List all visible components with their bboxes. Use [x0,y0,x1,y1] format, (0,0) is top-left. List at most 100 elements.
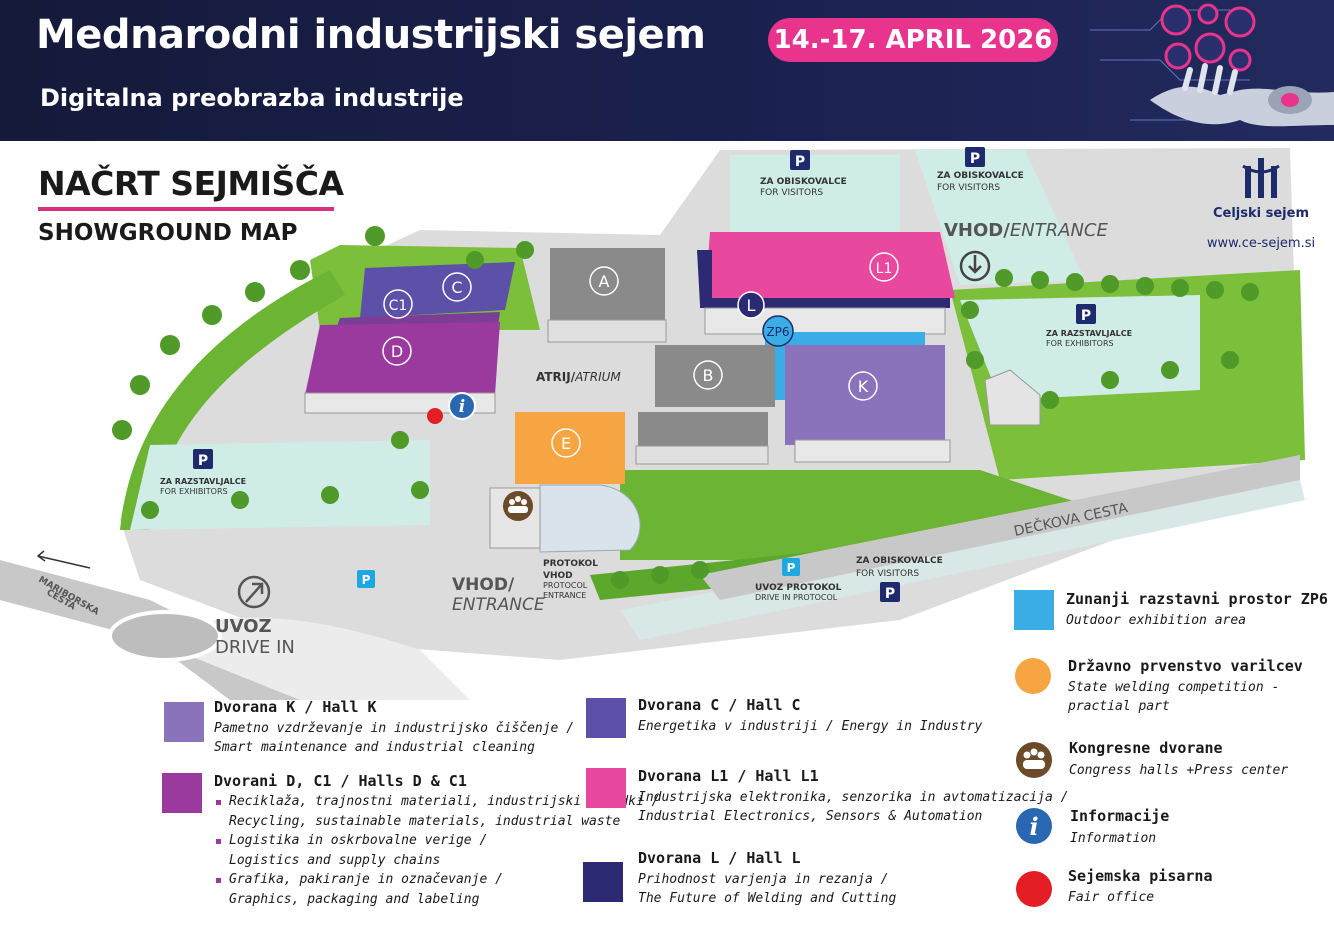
legend-title-hall-l: Dvorana L / Hall L [638,849,801,867]
road-loop [150,617,470,700]
legend-desc-d-c1-1a: Reciklaža, trajnostni materiali, industr… [229,794,660,809]
hall-k-base [794,439,951,463]
legend-info-symbol: i [1029,812,1038,841]
legend-title-welding: Državno prvenstvo varilcev [1068,657,1303,675]
entrance-east-icon [959,250,991,282]
celjski-sejem-logo-icon [1242,158,1280,198]
drive-in-icon [237,575,271,609]
hall-labels: C C1 D A L1 L ZP6 B K E [382,252,899,458]
protocol-label-d: ENTRANCE [543,591,586,600]
road-deckova-cesta [620,480,1305,640]
parking-exhibitors-label-2b: FOR EXHIBITORS [160,487,228,496]
hall-a [550,248,665,323]
legend-title-congress: Kongresne dvorane [1069,739,1223,757]
hall-e-label: E [561,434,571,453]
legend-desc-hall-k-1: Pametno vzdrževanje in industrijsko čišč… [214,721,575,736]
legend-desc-hall-k-2: Smart maintenance and industrial cleanin… [214,740,535,755]
legend-title-hall-c: Dvorana C / Hall C [638,696,801,714]
legend-info-icon: i [1016,808,1052,844]
congress-building [539,484,641,553]
parking-visitors-label-2b: FOR VISITORS [937,183,1000,193]
roundabout [108,610,222,662]
hall-k-label: K [858,377,869,396]
legend-swatch-halls-d-c1 [162,773,202,813]
parking-visitors-label-1b: FOR VISITORS [760,188,823,198]
map-title-underline [38,207,334,211]
hall-d-base [304,392,496,414]
atrium-label: ATRIJ/ATRIUM [536,370,621,384]
legend-desc-d-c1-3a: Grafika, pakiranje in označevanje / [229,872,503,887]
legend-title-hall-k: Dvorana K / Hall K [214,698,377,716]
hall-a-label: A [599,272,610,291]
entrance-east-label-b: ENTRANCE [1010,220,1109,241]
hall-b [655,345,775,407]
hall-d-label: D [391,342,403,361]
legend-bullet [216,800,221,805]
parking-signs: P P P P P P P [193,147,1096,602]
hall-d [305,322,500,395]
parking-sign-p: P [970,151,980,167]
legend-desc-fair-office: Fair office [1068,890,1155,905]
event-subtitle: Digitalna preobrazba industrije [40,84,464,112]
hall-l-label: L [747,296,756,315]
congress-people-icon [508,496,528,513]
hall-c [360,262,515,318]
legend-desc-d-c1-2b: Logistics and supply chains [229,853,441,868]
entrance-east-label: VHOD/ENTRANCE [944,220,1108,241]
info-point-icon [448,392,476,420]
protocol-drive-label-b: DRIVE IN PROTOCOL [755,593,838,602]
legend-bullet [216,878,221,883]
protocol-drive-label-a: UVOZ PROTOKOL [755,583,842,593]
hall-k [785,345,945,445]
parking-visitors-label-2: ZA OBISKOVALCE [937,171,1024,181]
ne-pavilion [984,369,1041,426]
parking-sign-p: P [885,586,895,602]
hall-f [638,412,768,448]
showground-map: C C1 D A L1 L ZP6 B K E i P P P P P P P [0,147,1305,700]
legend-desc-d-c1-1b: Recycling, sustainable materials, indust… [229,814,621,829]
parking-exhibitors-east [960,295,1200,400]
entrance-east-label-a: VHOD/ [944,220,1010,241]
parking-sign-p: P [362,573,371,587]
event-title: Mednarodni industrijski sejem [36,12,706,58]
legend-swatch-hall-l [583,862,623,902]
parking-visitors-label-3: ZA OBISKOVALCE [856,556,943,566]
protocol-label-a: PROTOKOL [543,559,598,569]
legend-welding-circle-icon [1015,658,1051,694]
logo-name: Celjski sejem [1212,206,1309,221]
hall-f-base [635,445,769,465]
header-banner: Mednarodni industrijski sejem Digitalna … [0,0,1334,141]
parking-sign-p: P [795,154,805,170]
legend-desc-congress: Congress halls +Press center [1069,763,1289,778]
protocol-label-c: PROTOCOL [543,581,588,590]
legend-desc-hall-l1-2: Industrial Electronics, Sensors & Automa… [638,809,983,824]
parking-sign-p: P [1081,308,1091,324]
robot-hand-decoration-icon [1090,3,1334,127]
entrance-east-arrow-icon [968,255,982,274]
fair-office-marker [427,408,443,424]
zone-zp6-label: ZP6 [766,325,789,339]
atrium-label-b: ATRIUM [574,370,621,384]
legend-title-halls-d-c1: Dvorani D, C1 / Halls D & C1 [214,772,467,790]
legend-title-fair-office: Sejemska pisarna [1068,867,1213,885]
logo-url[interactable]: www.ce-sejem.si [1206,236,1316,251]
hall-l1-base [704,307,946,335]
parking-visitors-label-3b: FOR VISITORS [856,569,919,579]
atrium-label-a: ATRIJ/ [536,370,576,384]
drive-in-arrow-icon [245,582,264,603]
parking-visitors-ne [915,150,1085,285]
hall-a-base [547,319,667,343]
parking-visitors-label-1: ZA OBISKOVALCE [760,177,847,187]
map-title: NAČRT SEJMIŠČA [38,164,344,203]
parking-exhibitors-label-1b: FOR EXHIBITORS [1046,339,1114,348]
legend-desc-information: Information [1070,831,1157,846]
hall-l-strip [700,298,950,308]
legend-desc-hall-l1-1: Industrijska elektronika, senzorika in a… [638,790,1069,805]
legend-swatch-hall-c [586,698,626,738]
parking-exhibitors-label-1: ZA RAZSTAVLJALCE [1046,329,1132,338]
legend-title-hall-l1: Dvorana L1 / Hall L1 [638,767,819,785]
legend-congress-people-icon [1016,742,1052,778]
legend-desc-hall-l-1: Prihodnost varjenja in rezanja / [638,872,889,887]
legend-fair-office-circle-icon [1016,871,1052,907]
legend-desc-d-c1-3b: Graphics, packaging and labeling [229,892,480,907]
